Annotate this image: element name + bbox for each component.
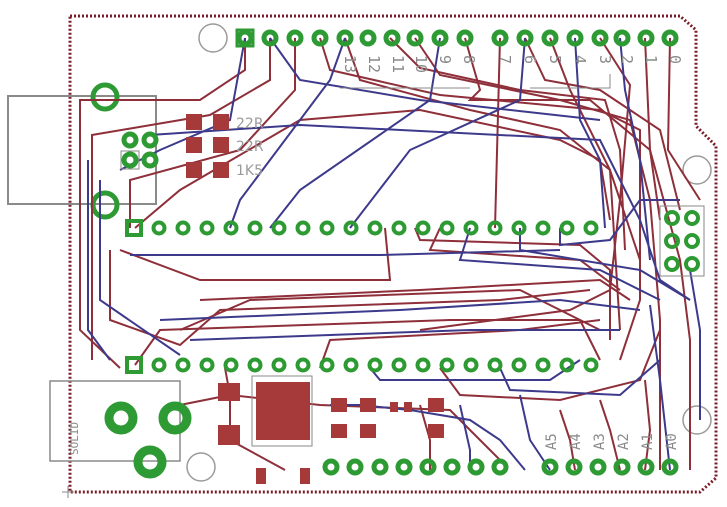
mounting-hole [186,452,216,482]
chip-bottom-pin1 [125,356,143,374]
pin-label: 10 [412,55,430,73]
chip-top-row-pins [151,220,599,236]
regulator-parts [218,382,444,484]
icsp-pin1-marker [120,150,140,170]
pin-label: 5 [546,55,564,64]
analog-label: A5 [544,433,560,450]
analog-header-labels: A5 A4 A3 A2 A1 A0 [544,433,680,450]
icsp2-header [664,210,700,272]
pin-label: 9 [436,55,454,64]
pin-label: 13 [341,55,359,73]
pin-label: 3 [596,55,614,64]
digital-header-labels: 13 12 11 10 9 8 7 6 5 4 3 2 1 0 [341,55,684,73]
icsp2-outline [659,205,705,277]
power-jack-pads [104,401,192,479]
regulator-outline [251,375,313,447]
mounting-hole [682,405,712,435]
chip-top-pin1 [125,219,143,237]
pin-label: 11 [389,55,407,73]
usb-connector-outline [7,95,157,205]
mounting-hole [682,155,712,185]
header-silk-bracket [340,74,611,89]
analog-label: A2 [616,433,632,450]
pin-label: 1 [642,55,660,64]
smd-resistors [186,114,229,178]
mounting-hole [198,23,228,53]
pin-label: 12 [365,55,383,73]
power-header-pins [322,458,509,476]
resistor-label: 22R [236,139,264,155]
digital-header-pins [236,29,679,47]
power-jack-text: SOLID [68,422,81,455]
analog-label: A4 [568,433,584,450]
pin-label: 6 [521,55,539,64]
resistor-label: 22R [236,116,264,132]
pin-label: 0 [666,55,684,64]
chip-bottom-row-pins [151,357,599,373]
icsp-header [121,131,159,169]
analog-label: A3 [592,433,608,450]
usb-shield-pad [90,82,120,112]
resistor-label: 1K5 [236,163,263,179]
board-outline [68,14,718,494]
top-copper-traces [79,37,701,471]
pin1-marker [235,28,255,48]
pin-label: 8 [460,55,478,64]
origin-marker [62,486,74,498]
analog-header-pins [541,458,679,476]
pin-label: 4 [571,55,589,64]
bottom-copper-traces [87,37,701,471]
pin-label: 2 [618,55,636,64]
analog-label: A0 [664,433,680,450]
pin-label: 7 [496,55,514,64]
power-jack-outline [49,380,181,462]
analog-label: A1 [640,433,656,450]
